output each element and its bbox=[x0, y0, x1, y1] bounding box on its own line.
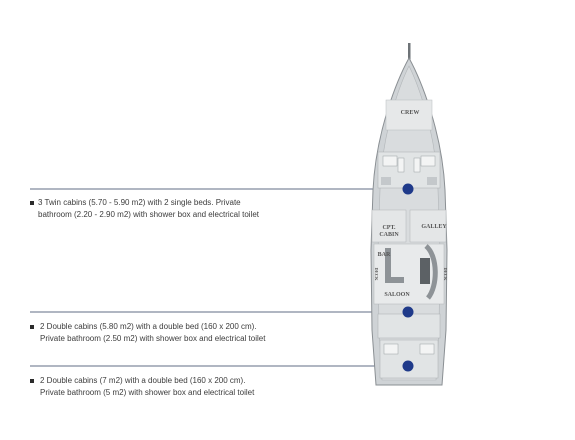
bullet-icon bbox=[30, 325, 34, 329]
legend-item-double-cabins-aft: 2 Double cabins (7 m2) with a double bed… bbox=[30, 375, 350, 399]
label-cpt: CPT. bbox=[382, 225, 396, 231]
bar-counter bbox=[385, 248, 404, 283]
bed bbox=[419, 343, 435, 355]
bed bbox=[397, 157, 405, 173]
crew-area bbox=[385, 99, 433, 131]
bathroom bbox=[427, 177, 437, 185]
captain-cabin bbox=[371, 209, 407, 243]
legend-line-2: Private bathroom (2.50 m2) with shower b… bbox=[40, 334, 266, 343]
saloon-table bbox=[420, 258, 430, 284]
label-bar: BAR bbox=[378, 252, 391, 258]
bed bbox=[413, 157, 421, 173]
label-saloon: SALOON bbox=[384, 292, 410, 298]
galley bbox=[409, 209, 447, 243]
marker-twin-cabins bbox=[402, 183, 414, 195]
saloon-sofa bbox=[424, 244, 438, 300]
legend-line-2: Private bathroom (5 m2) with shower box … bbox=[40, 388, 255, 397]
legend-line-1: 2 Double cabins (7 m2) with a double bed… bbox=[40, 376, 246, 385]
bed bbox=[420, 155, 436, 167]
marker-double-cabins-mid bbox=[402, 306, 414, 318]
label-deck-left: DECK bbox=[374, 267, 379, 281]
label-cabin: CABIN bbox=[379, 232, 399, 238]
legend-item-double-cabins-mid: 2 Double cabins (5.80 m2) with a double … bbox=[30, 321, 350, 345]
mid-cabins bbox=[377, 313, 441, 339]
label-crew: CREW bbox=[401, 110, 420, 116]
bowsprit bbox=[408, 43, 411, 65]
legend-line-1: 2 Double cabins (5.80 m2) with a double … bbox=[40, 322, 257, 331]
legend-line-1: 3 Twin cabins (5.70 - 5.90 m2) with 2 si… bbox=[38, 198, 241, 207]
marker-double-cabins-aft bbox=[402, 360, 414, 372]
legend-line-2: bathroom (2.20 - 2.90 m2) with shower bo… bbox=[38, 210, 259, 219]
bathroom bbox=[381, 177, 391, 185]
bed bbox=[383, 343, 399, 355]
bullet-icon bbox=[30, 201, 34, 205]
label-galley: GALLEY bbox=[421, 224, 447, 230]
bed bbox=[382, 155, 398, 167]
label-deck-right: DECK bbox=[443, 267, 448, 281]
legend-item-twin-cabins: 3 Twin cabins (5.70 - 5.90 m2) with 2 si… bbox=[30, 197, 350, 221]
bullet-icon bbox=[30, 379, 34, 383]
